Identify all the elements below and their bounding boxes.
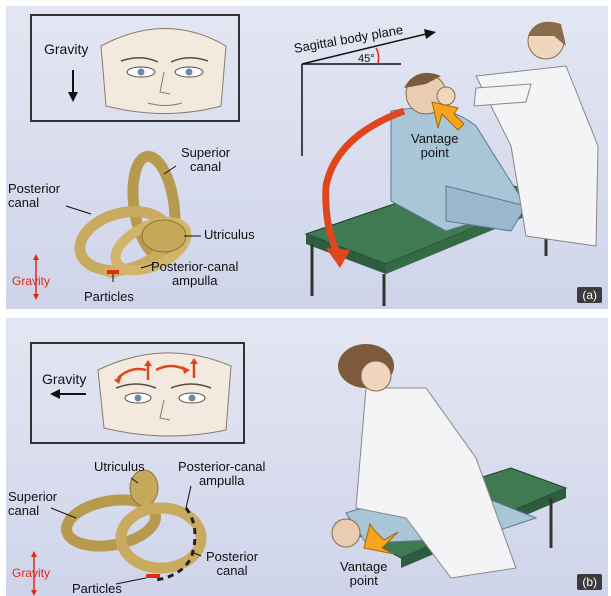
vantage-point-label-a: Vantage point — [411, 132, 458, 160]
angle-label: 45° — [358, 52, 375, 66]
posterior-canal-ampulla-label-a: Posterior-canal ampulla — [151, 260, 238, 288]
superior-canal-label-a: Superior canal — [181, 146, 230, 174]
panel-b: Gravity Utriculus Posterior-canal ampull… — [6, 318, 608, 596]
panel-a: Gravity Superior canal Posterior canal U… — [6, 6, 608, 309]
doctor-b — [338, 344, 516, 578]
superior-canal-label-b: Superior canal — [8, 490, 57, 518]
gravity-label-b: Gravity — [42, 372, 86, 386]
face-box-b — [30, 342, 245, 444]
posterior-canal-ampulla-label-b: Posterior-canal ampulla — [178, 460, 265, 488]
gravity-corner-label-a: Gravity — [12, 274, 50, 288]
utriculus-label-b: Utriculus — [94, 460, 145, 474]
vantage-point-label-b: Vantage point — [340, 560, 387, 588]
particles-label-a: Particles — [84, 290, 134, 304]
gravity-label-a: Gravity — [44, 42, 88, 56]
gravity-corner-label-b: Gravity — [12, 566, 50, 580]
utriculus-label-a: Utriculus — [204, 228, 255, 242]
posterior-canal-label-a: Posterior canal — [8, 182, 60, 210]
panel-tag-a: (a) — [577, 287, 602, 303]
posterior-canal-label-b: Posterior canal — [206, 550, 258, 578]
panel-tag-b: (b) — [577, 574, 602, 590]
face-box-a — [30, 14, 240, 122]
particles-label-b: Particles — [72, 582, 122, 596]
